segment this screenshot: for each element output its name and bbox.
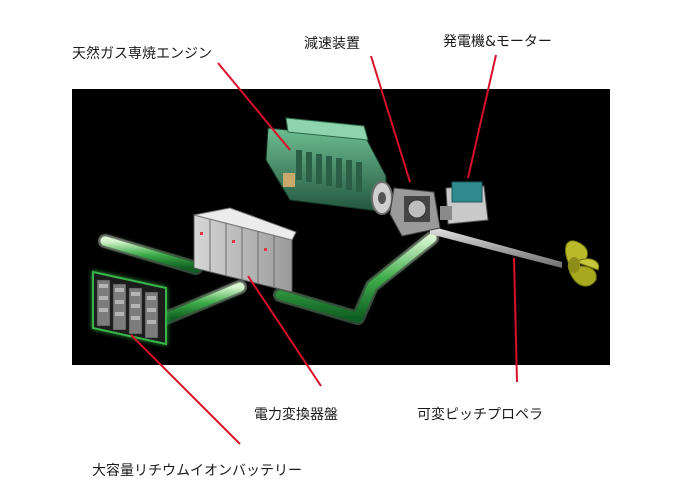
power-converter-label: 電力変換器盤 [254, 407, 338, 423]
power-converter-cabinet [193, 207, 297, 293]
converter-leader [247, 275, 322, 387]
propeller-leader [513, 257, 518, 383]
battery-label: 大容量リチウムイオンバッテリー [92, 463, 302, 479]
reduction-gear-unit [389, 187, 441, 237]
reduction-gear-leader [370, 55, 411, 183]
generator-motor-unit [440, 181, 489, 225]
generator-motor-label: 発電機&モーター [443, 34, 552, 50]
reduction-gear-label: 減速装置 [304, 36, 360, 52]
propeller-shaft [430, 226, 562, 268]
battery-leader [130, 334, 241, 445]
generator-motor-leader [467, 54, 497, 179]
battery-pack [92, 270, 167, 346]
gas-engine [265, 117, 393, 215]
engine-leader [217, 62, 291, 151]
power-flow-lines [98, 231, 439, 325]
leader-lines [130, 54, 518, 445]
engine-label: 天然ガス専焼エンジン [72, 46, 212, 62]
propeller-label: 可変ピッチプロペラ [417, 407, 543, 423]
propeller [564, 240, 600, 287]
